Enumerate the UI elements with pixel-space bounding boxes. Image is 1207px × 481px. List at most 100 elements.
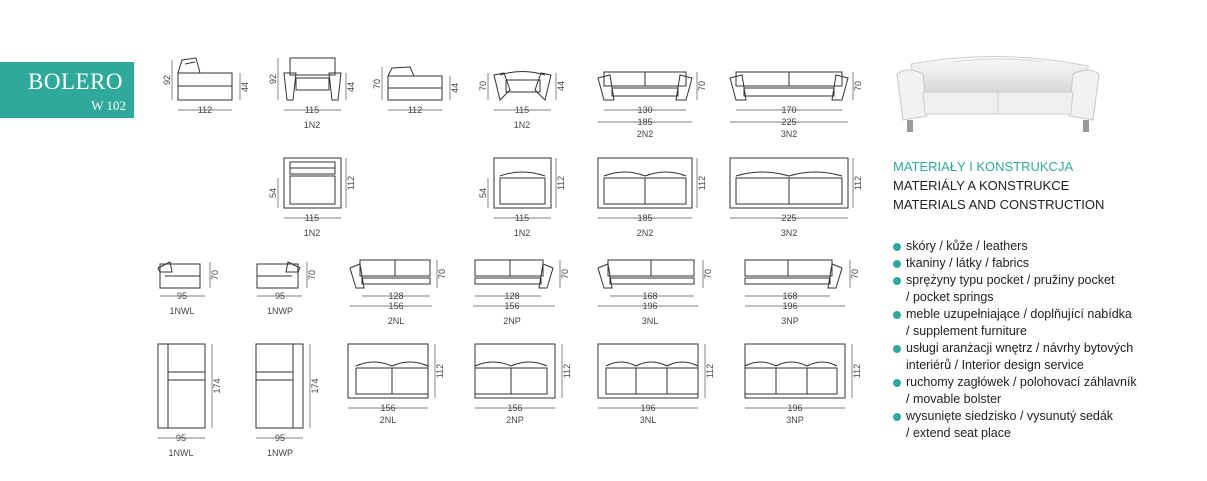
dim-depth: 112 — [346, 176, 356, 190]
module-front-view-r3e — [597, 259, 695, 289]
dim-height: 92 — [268, 74, 278, 84]
module-front-view-r3a — [157, 261, 201, 289]
module-label: 1N2 — [514, 120, 531, 130]
module-label: 3NP — [786, 415, 804, 425]
dim-height: 70 — [210, 270, 220, 280]
module-label: 1N2 — [304, 228, 321, 238]
dim-inner-width: 130 — [637, 105, 652, 115]
materials-heading-en: MATERIALS AND CONSTRUCTION — [893, 197, 1105, 212]
dim-seat-depth: 54 — [478, 188, 488, 198]
dim-width: 112 — [408, 105, 422, 115]
module-label: 2N2 — [637, 228, 654, 238]
dim-depth: 174 — [212, 378, 222, 393]
module-plan-view-r4d — [474, 343, 556, 399]
sofa-photo — [896, 56, 1100, 132]
module-plan-view-r2a — [283, 157, 342, 209]
materials-heading-pl: MATERIAŁY I KONSTRUKCJA — [893, 159, 1074, 174]
module-front-view-r1d — [493, 71, 552, 101]
module-plan-view-r2c — [597, 157, 693, 209]
module-label: 3NL — [640, 415, 657, 425]
module-front-view-r1f — [729, 71, 849, 101]
model-code: W 102 — [91, 98, 126, 113]
dim-width: 196 — [787, 403, 802, 413]
module-label: 3NP — [781, 316, 799, 326]
list-item: usługi aranżacji wnętrz / návrhy bytovýc… — [893, 340, 1193, 374]
feature-text-cont: interiérů / Interior design service — [906, 358, 1084, 372]
dim-width: 196 — [640, 403, 655, 413]
dim-inner-width: 168 — [642, 291, 657, 301]
dim-height: 70 — [478, 81, 488, 91]
list-item: sprężyny typu pocket / pružiny pocket/ p… — [893, 272, 1193, 306]
feature-text: skóry / kůže / leathers — [906, 239, 1028, 253]
dim-width: 115 — [305, 213, 319, 223]
dim-depth: 112 — [697, 176, 707, 190]
module-label: 2NL — [380, 415, 397, 425]
feature-text: wysunięte siedzisko / vysunutý sedák — [906, 409, 1114, 423]
dim-depth: 174 — [310, 378, 320, 393]
module-label: 3NL — [642, 316, 659, 326]
dim-seat-height: 44 — [240, 82, 250, 92]
list-item: wysunięte siedzisko / vysunutý sedák / ex… — [893, 408, 1193, 442]
dim-height: 70 — [307, 270, 317, 280]
dim-height: 70 — [697, 81, 707, 91]
module-label: 1NWP — [267, 306, 293, 316]
feature-text: tkaniny / látky / fabrics — [906, 256, 1029, 270]
dim-width: 156 — [388, 301, 403, 311]
dim-height: 70 — [850, 269, 860, 279]
dim-inner-width: 128 — [504, 291, 519, 301]
brand-name: BOLERO — [28, 69, 123, 94]
materials-section: MATERIAŁY I KONSTRUKCJA MATERIÁLY A KONS… — [893, 157, 1193, 442]
dim-width: 95 — [176, 433, 186, 443]
dim-width: 225 — [781, 117, 796, 127]
module-front-view-r3b — [256, 261, 301, 289]
dim-width: 95 — [275, 433, 285, 443]
dim-depth: 112 — [556, 176, 566, 190]
feature-text-cont: / supplement furniture — [906, 324, 1027, 338]
dim-width: 185 — [637, 213, 652, 223]
brand-badge: BOLERO W 102 — [0, 62, 134, 118]
dim-width: 115 — [515, 213, 529, 223]
module-label: 2NP — [506, 415, 524, 425]
dim-height: 70 — [560, 269, 570, 279]
module-plan-view-r4c — [347, 343, 429, 399]
list-item: skóry / kůže / leathers — [893, 238, 1193, 255]
feature-text: meble uzupełniające / doplňující nabídka — [906, 307, 1132, 321]
dim-width: 115 — [305, 105, 319, 115]
list-item: ruchomy zagłówek / polohovací záhlavník/… — [893, 374, 1193, 408]
module-plan-view-r4a — [157, 343, 206, 429]
module-side-view-r1c — [387, 66, 443, 101]
list-item: tkaniny / látky / fabrics — [893, 255, 1193, 272]
module-side-view-r1a — [177, 57, 233, 101]
module-label: 2N2 — [637, 129, 654, 139]
dim-seat-depth: 54 — [268, 188, 278, 198]
module-front-view-r1e — [597, 71, 693, 101]
module-label: 1NWL — [168, 448, 193, 458]
dim-width: 115 — [515, 105, 529, 115]
dim-height: 70 — [372, 79, 382, 89]
dim-height: 92 — [162, 75, 172, 85]
dim-width: 156 — [380, 403, 395, 413]
dim-height: 70 — [437, 269, 447, 279]
dim-depth: 112 — [562, 364, 572, 378]
dim-width: 112 — [198, 105, 212, 115]
feature-text-cont: / extend seat place — [906, 426, 1011, 440]
module-label: 2NL — [388, 316, 405, 326]
feature-text: sprężyny typu pocket / pružiny pocket — [906, 273, 1115, 287]
dim-seat-height: 44 — [556, 81, 566, 91]
features-list: skóry / kůže / leathers tkaniny / látky … — [893, 238, 1193, 442]
dim-width: 95 — [177, 291, 187, 301]
module-plan-view-r4f — [744, 343, 846, 399]
dim-depth: 112 — [852, 364, 862, 378]
module-label: 1NWP — [267, 448, 293, 458]
module-front-view-r1b — [283, 57, 342, 101]
module-plan-view-r2d — [729, 157, 849, 209]
dim-inner-width: 170 — [781, 105, 796, 115]
dim-width: 185 — [637, 117, 652, 127]
dim-seat-height: 44 — [450, 83, 460, 93]
list-item: meble uzupełniające / doplňující nabídka… — [893, 306, 1193, 340]
module-front-view-r3c — [349, 259, 431, 289]
module-front-view-r3f — [744, 259, 843, 289]
module-front-view-r3d — [474, 259, 554, 289]
dim-width: 156 — [504, 301, 519, 311]
dim-width: 156 — [507, 403, 522, 413]
